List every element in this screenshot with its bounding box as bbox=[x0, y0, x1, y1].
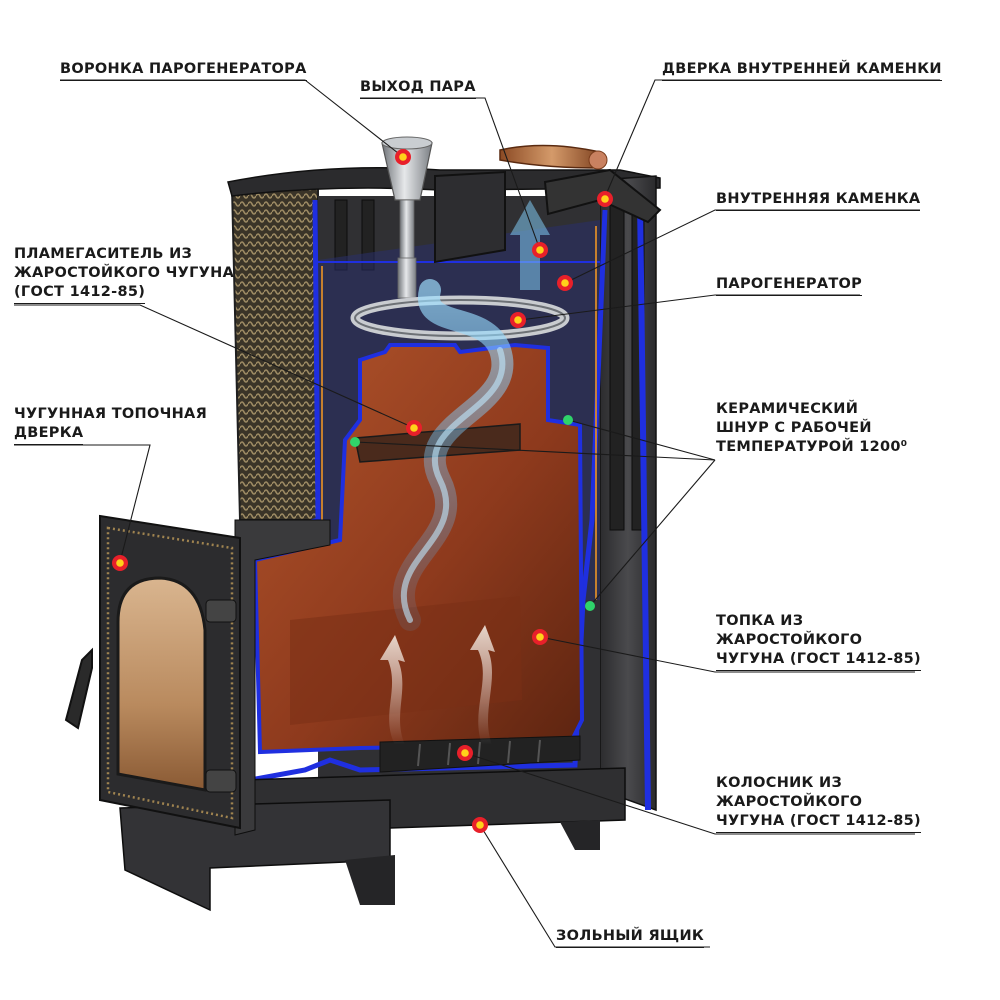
marker-steam-out-dot bbox=[532, 242, 548, 258]
base-front bbox=[119, 799, 391, 912]
label-flame-damper-line2: ЖАРОСТОЙКОГО ЧУГУНА bbox=[14, 265, 235, 281]
steam-outlet-arrow bbox=[510, 200, 550, 290]
grate bbox=[379, 735, 581, 773]
heat-arrow-left bbox=[380, 635, 405, 745]
label-grate-line1: КОЛОСНИК ИЗ bbox=[716, 775, 843, 791]
marker-cord-dot-3 bbox=[585, 601, 595, 611]
marker-funnel-dot bbox=[395, 149, 411, 165]
marker-cord-dot-1 bbox=[350, 437, 360, 447]
label-grate-line3: ЧУГУНА (ГОСТ 1412-85) bbox=[716, 812, 921, 833]
steam-generator-ring bbox=[350, 295, 570, 341]
marker-firebox-door-dot bbox=[112, 555, 128, 571]
label-flame-damper: ПЛАМЕГАСИТЕЛЬ ИЗ ЖАРОСТОЙКОГО ЧУГУНА (ГО… bbox=[14, 245, 234, 304]
label-ceramic-cord-line2: ШНУР С РАБОЧЕЙ bbox=[716, 420, 872, 436]
label-ceramic-cord: КЕРАМИЧЕСКИЙ ШНУР С РАБОЧЕЙ ТЕМПЕРАТУРОЙ… bbox=[716, 400, 907, 457]
label-firebox-door-line1: ЧУГУННАЯ ТОПОЧНАЯ bbox=[14, 406, 208, 422]
heat-arrow-right bbox=[470, 625, 495, 745]
door-glass bbox=[116, 576, 207, 792]
front-block bbox=[234, 519, 331, 836]
door-handle bbox=[64, 647, 93, 730]
label-firebox-door-line2: ДВЕРКА bbox=[14, 424, 84, 445]
label-ash-box: ЗОЛЬНЫЙ ЯЩИК bbox=[556, 927, 705, 948]
label-firebox: ТОПКА ИЗ ЖАРОСТОЙКОГО ЧУГУНА (ГОСТ 1412-… bbox=[716, 612, 921, 671]
base-leg-right bbox=[560, 820, 600, 850]
label-inner-door: ДВЕРКА ВНУТРЕННЕЙ КАМЕНКИ bbox=[662, 60, 942, 81]
label-firebox-line2: ЖАРОСТОЙКОГО bbox=[716, 632, 863, 648]
label-grate-line2: ЖАРОСТОЙКОГО bbox=[716, 794, 863, 810]
label-flame-damper-line3: (ГОСТ 1412-85) bbox=[14, 283, 146, 304]
label-steam-out: ВЫХОД ПАРА bbox=[360, 78, 476, 99]
marker-ash-box-dot bbox=[472, 817, 488, 833]
right-insulation bbox=[637, 199, 651, 811]
label-grate: КОЛОСНИК ИЗ ЖАРОСТОЙКОГО ЧУГУНА (ГОСТ 14… bbox=[716, 774, 921, 833]
marker-flame-damper-dot bbox=[406, 420, 422, 436]
label-firebox-line3: ЧУГУНА (ГОСТ 1412-85) bbox=[716, 650, 921, 671]
label-funnel: ВОРОНКА ПАРОГЕНЕРАТОРА bbox=[60, 60, 307, 81]
markers bbox=[112, 149, 613, 833]
marker-firebox-dot bbox=[532, 629, 548, 645]
label-ceramic-cord-line1: КЕРАМИЧЕСКИЙ bbox=[716, 401, 859, 417]
marker-steam-gen-dot bbox=[510, 312, 526, 328]
side-grill bbox=[230, 174, 319, 521]
label-ceramic-cord-line3: ТЕМПЕРАТУРОЙ 1200⁰ bbox=[716, 439, 908, 455]
marker-inner-door-dot bbox=[597, 191, 613, 207]
label-firebox-door: ЧУГУННАЯ ТОПОЧНАЯ ДВЕРКА bbox=[14, 405, 207, 445]
firebox-door[interactable] bbox=[64, 514, 241, 830]
label-firebox-line1: ТОПКА ИЗ bbox=[716, 613, 804, 629]
base-leg bbox=[345, 855, 395, 905]
marker-cord-dot-2 bbox=[563, 415, 573, 425]
label-flame-damper-line1: ПЛАМЕГАСИТЕЛЬ ИЗ bbox=[14, 246, 193, 262]
label-steam-gen: ПАРОГЕНЕРАТОР bbox=[716, 275, 863, 296]
wooden-handle bbox=[499, 144, 605, 169]
label-inner-stones: ВНУТРЕННЯЯ КАМЕНКА bbox=[716, 190, 921, 211]
marker-inner-stones-dot bbox=[557, 275, 573, 291]
door-hinge bbox=[205, 599, 237, 623]
stove-body bbox=[64, 136, 662, 912]
steam-generator-funnel bbox=[381, 136, 433, 299]
marker-grate-dot bbox=[457, 745, 473, 761]
